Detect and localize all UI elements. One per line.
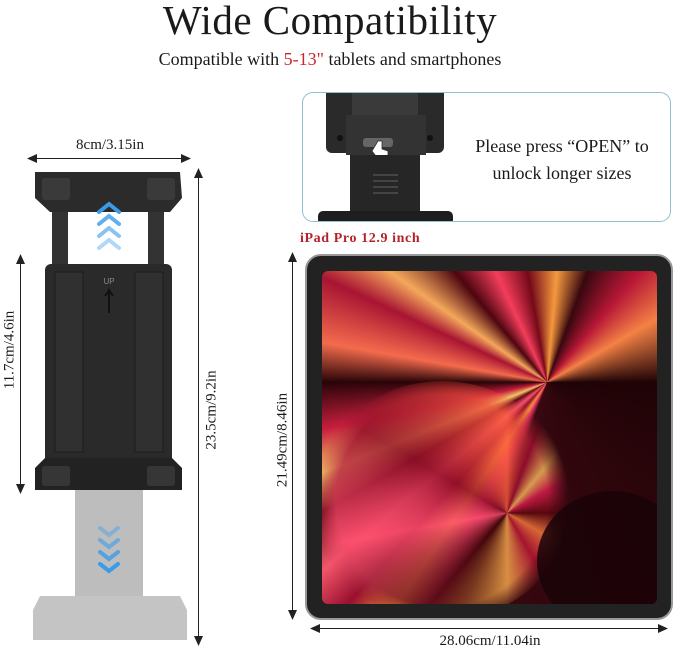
holder-extended-dimension-line [198,172,200,642]
ipad-image [305,254,673,620]
holder-width-label: 8cm/3.15in [76,137,144,153]
ipad-width-dimension-line [312,628,664,630]
size-range-highlight: 5-13" [283,49,324,69]
holder-closed-height-label: 11.7cm/4.6in [1,310,18,390]
holder-width-dimension-line [30,158,188,160]
holder-closed-dimension-line [20,258,22,490]
open-button-callout: Please press “OPEN” to unlock longer siz… [302,92,671,222]
ipad-model-label: iPad Pro 12.9 inch [300,231,421,246]
subtitle-suffix: tablets and smartphones [323,49,502,69]
holder-closeup-image [318,93,453,221]
callout-line-2: unlock longer sizes [492,163,632,183]
callout-text: Please press “OPEN” to unlock longer siz… [453,133,670,187]
up-arrow-icon [104,288,114,313]
ipad-height-dimension-line [292,256,294,616]
subtitle-prefix: Compatible with [158,49,284,69]
ipad-screen-wallpaper [322,271,657,604]
up-label: UP [103,277,114,286]
tablet-holder-image: UP [33,172,187,640]
holder-extended-height-label: 23.5cm/9.2in [203,370,220,450]
holder-width-arrowheads [27,154,191,163]
callout-line-1: Please press “OPEN” to [475,136,649,156]
ipad-height-label: 21.49cm/8.46in [274,392,291,488]
ipad-width-label: 28.06cm/11.04in [439,633,541,649]
subtitle: Compatible with 5-13" tablets and smartp… [0,49,660,70]
page-title: Wide Compatibility [162,0,498,43]
